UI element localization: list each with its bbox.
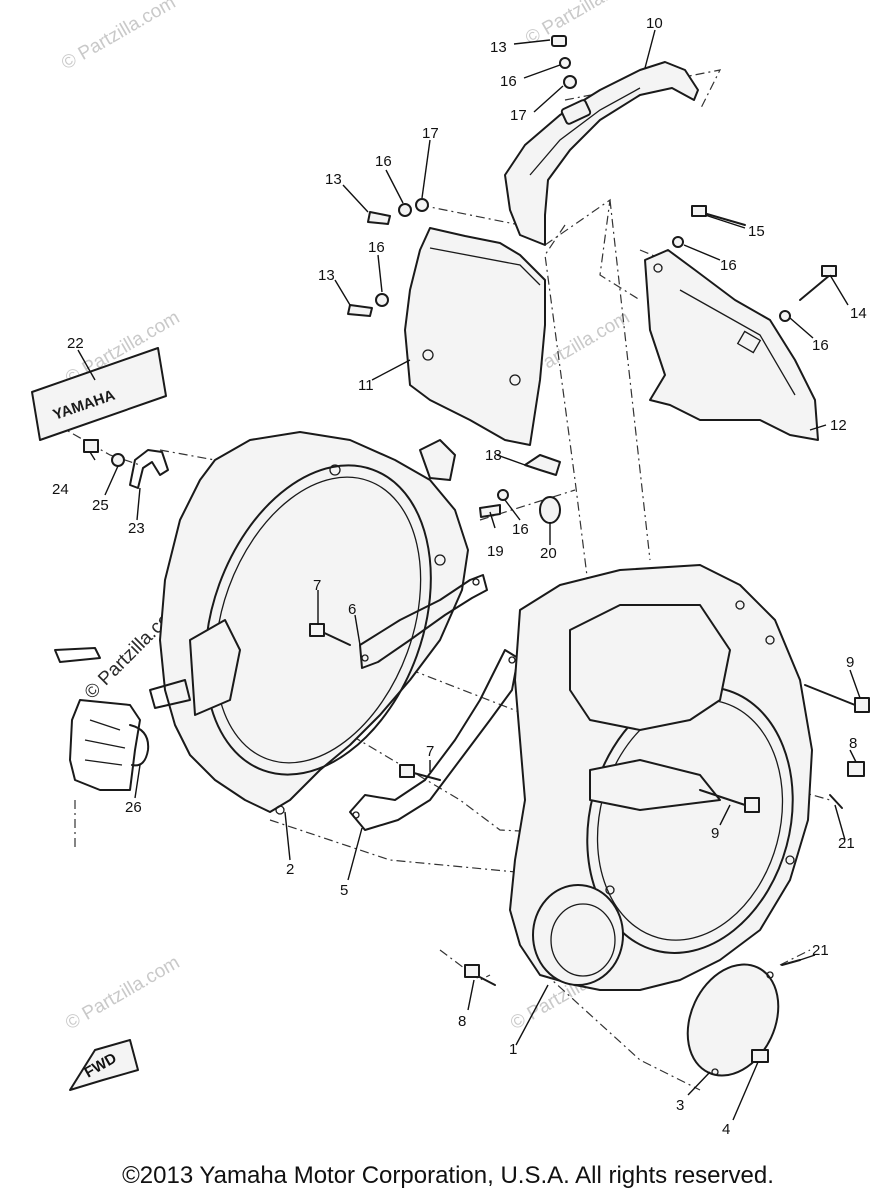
fwd-arrow: FWD: [69, 1039, 139, 1091]
callout-9-upper: 9: [846, 654, 854, 671]
callout-16-bottom: 16: [512, 521, 529, 538]
bolt-9-lower: [699, 789, 760, 813]
callout-13-top: 13: [490, 39, 507, 56]
watermark: © Partzilla.com: [522, 0, 643, 49]
washer-25: [111, 453, 125, 467]
part-22-decal: YAMAHA: [31, 347, 167, 441]
bolt-8-right: [847, 761, 865, 777]
callout-17-mid: 17: [422, 125, 439, 142]
callout-18: 18: [485, 447, 502, 464]
bolt-24: [83, 439, 99, 453]
copyright-footer: ©2013 Yamaha Motor Corporation, U.S.A. A…: [122, 1162, 774, 1189]
callout-21-lower: 21: [812, 942, 829, 959]
callout-8-lower: 8: [458, 1013, 466, 1030]
callout-8-right: 8: [849, 735, 857, 752]
pin-21-upper: [829, 794, 843, 809]
washer-16-bottom: [497, 489, 509, 501]
leader-lines: [77, 29, 861, 1121]
callout-16-r1: 16: [720, 257, 737, 274]
watermark: © Partzilla.com: [58, 0, 179, 74]
bolt-14: [799, 265, 837, 301]
callout-17-top: 17: [510, 107, 527, 124]
part-3-round-cover: [686, 963, 780, 1077]
fasteners: [83, 35, 870, 1063]
callout-labels: 13 16 17 10 13 16 17 13 16 15 16 14 16 1…: [52, 15, 867, 1138]
bolt-9-upper: [804, 684, 870, 713]
callout-23: 23: [128, 520, 145, 537]
callout-16-top: 16: [500, 73, 517, 90]
callout-10: 10: [646, 15, 663, 32]
part-5-strap: [349, 649, 519, 831]
callout-5: 5: [340, 882, 348, 899]
nut-17-mid: [415, 198, 429, 212]
bolt-7-upper: [309, 623, 351, 646]
callout-14: 14: [850, 305, 867, 322]
bolt-4: [751, 1049, 769, 1063]
callout-21-upper: 21: [838, 835, 855, 852]
washer-16-low: [375, 293, 389, 307]
callout-1-lower: 1: [509, 1041, 517, 1058]
pin-21-lower: [781, 959, 801, 966]
nut-17-top: [563, 75, 577, 89]
callout-7-lower: 7: [426, 743, 434, 760]
cap-20: [539, 496, 561, 524]
bolt-13-top: [551, 35, 567, 47]
callout-20: 20: [540, 545, 557, 562]
part-12-plate: [644, 249, 819, 441]
bolt-7-lower: [399, 764, 441, 781]
bolt-15: [691, 205, 746, 226]
bolt-13-low: [347, 304, 373, 317]
bolt-19: [479, 504, 501, 518]
part-1-right-shroud: [509, 564, 813, 991]
washer-16-mid: [398, 203, 412, 217]
callout-13-low: 13: [318, 267, 335, 284]
callout-3: 3: [676, 1097, 684, 1114]
callout-4: 4: [722, 1121, 730, 1138]
part-2-left-shroud: [149, 431, 469, 815]
part-6-strap: [359, 574, 488, 669]
part-10-bracket: [504, 61, 699, 246]
callout-24: 24: [52, 481, 69, 498]
washer-16-r1: [672, 236, 684, 248]
callout-16-low: 16: [368, 239, 385, 256]
callout-16-r2: 16: [812, 337, 829, 354]
part-11-upper-shroud: [404, 227, 546, 446]
callout-15: 15: [748, 223, 765, 240]
callout-6: 6: [348, 601, 356, 618]
callout-13-mid: 13: [325, 171, 342, 188]
callout-12: 12: [830, 417, 847, 434]
callout-16-mid: 16: [375, 153, 392, 170]
callout-9-lower: 9: [711, 825, 719, 842]
wire-assembly: [54, 647, 150, 791]
callout-25: 25: [92, 497, 109, 514]
callout-19: 19: [487, 543, 504, 560]
watermark: © Partzilla.com: [62, 952, 183, 1034]
grommet-18: [524, 454, 561, 476]
bolt-8-lower: [464, 964, 496, 986]
callout-22: 22: [67, 335, 84, 352]
callout-2: 2: [286, 861, 294, 878]
part-23-clip: [129, 449, 169, 489]
callout-7-upper: 7: [313, 577, 321, 594]
callout-26: 26: [125, 799, 142, 816]
callout-11: 11: [358, 377, 374, 394]
washer-16-r2: [779, 310, 791, 322]
washer-16-top: [559, 57, 571, 69]
bolt-13-mid: [367, 211, 391, 225]
